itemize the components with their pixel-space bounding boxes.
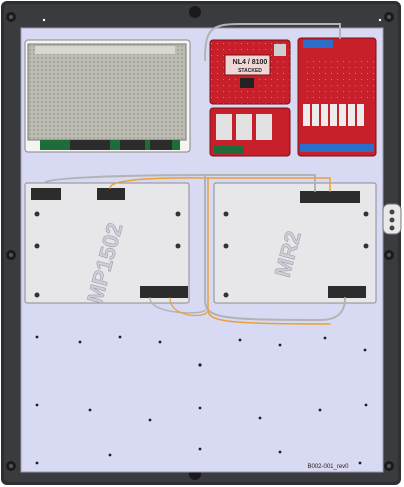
mr-module: MR2: [213, 182, 377, 304]
mp-module: MP1502: [24, 182, 190, 306]
relay-board-small: [209, 107, 291, 157]
tamper-switch: [382, 203, 402, 235]
output-board-large: [297, 37, 377, 157]
nl4-label-line1: NL4 / 8100: [233, 59, 268, 66]
backplate-holes: [35, 18, 382, 465]
nl4-board: NL4 / 8100 STACKED: [209, 39, 291, 105]
part-number: B002-001_rev0: [307, 464, 349, 470]
nl4-label-line2: STACKED: [238, 68, 262, 74]
wiring: [43, 23, 346, 325]
power-supply: [24, 39, 191, 153]
